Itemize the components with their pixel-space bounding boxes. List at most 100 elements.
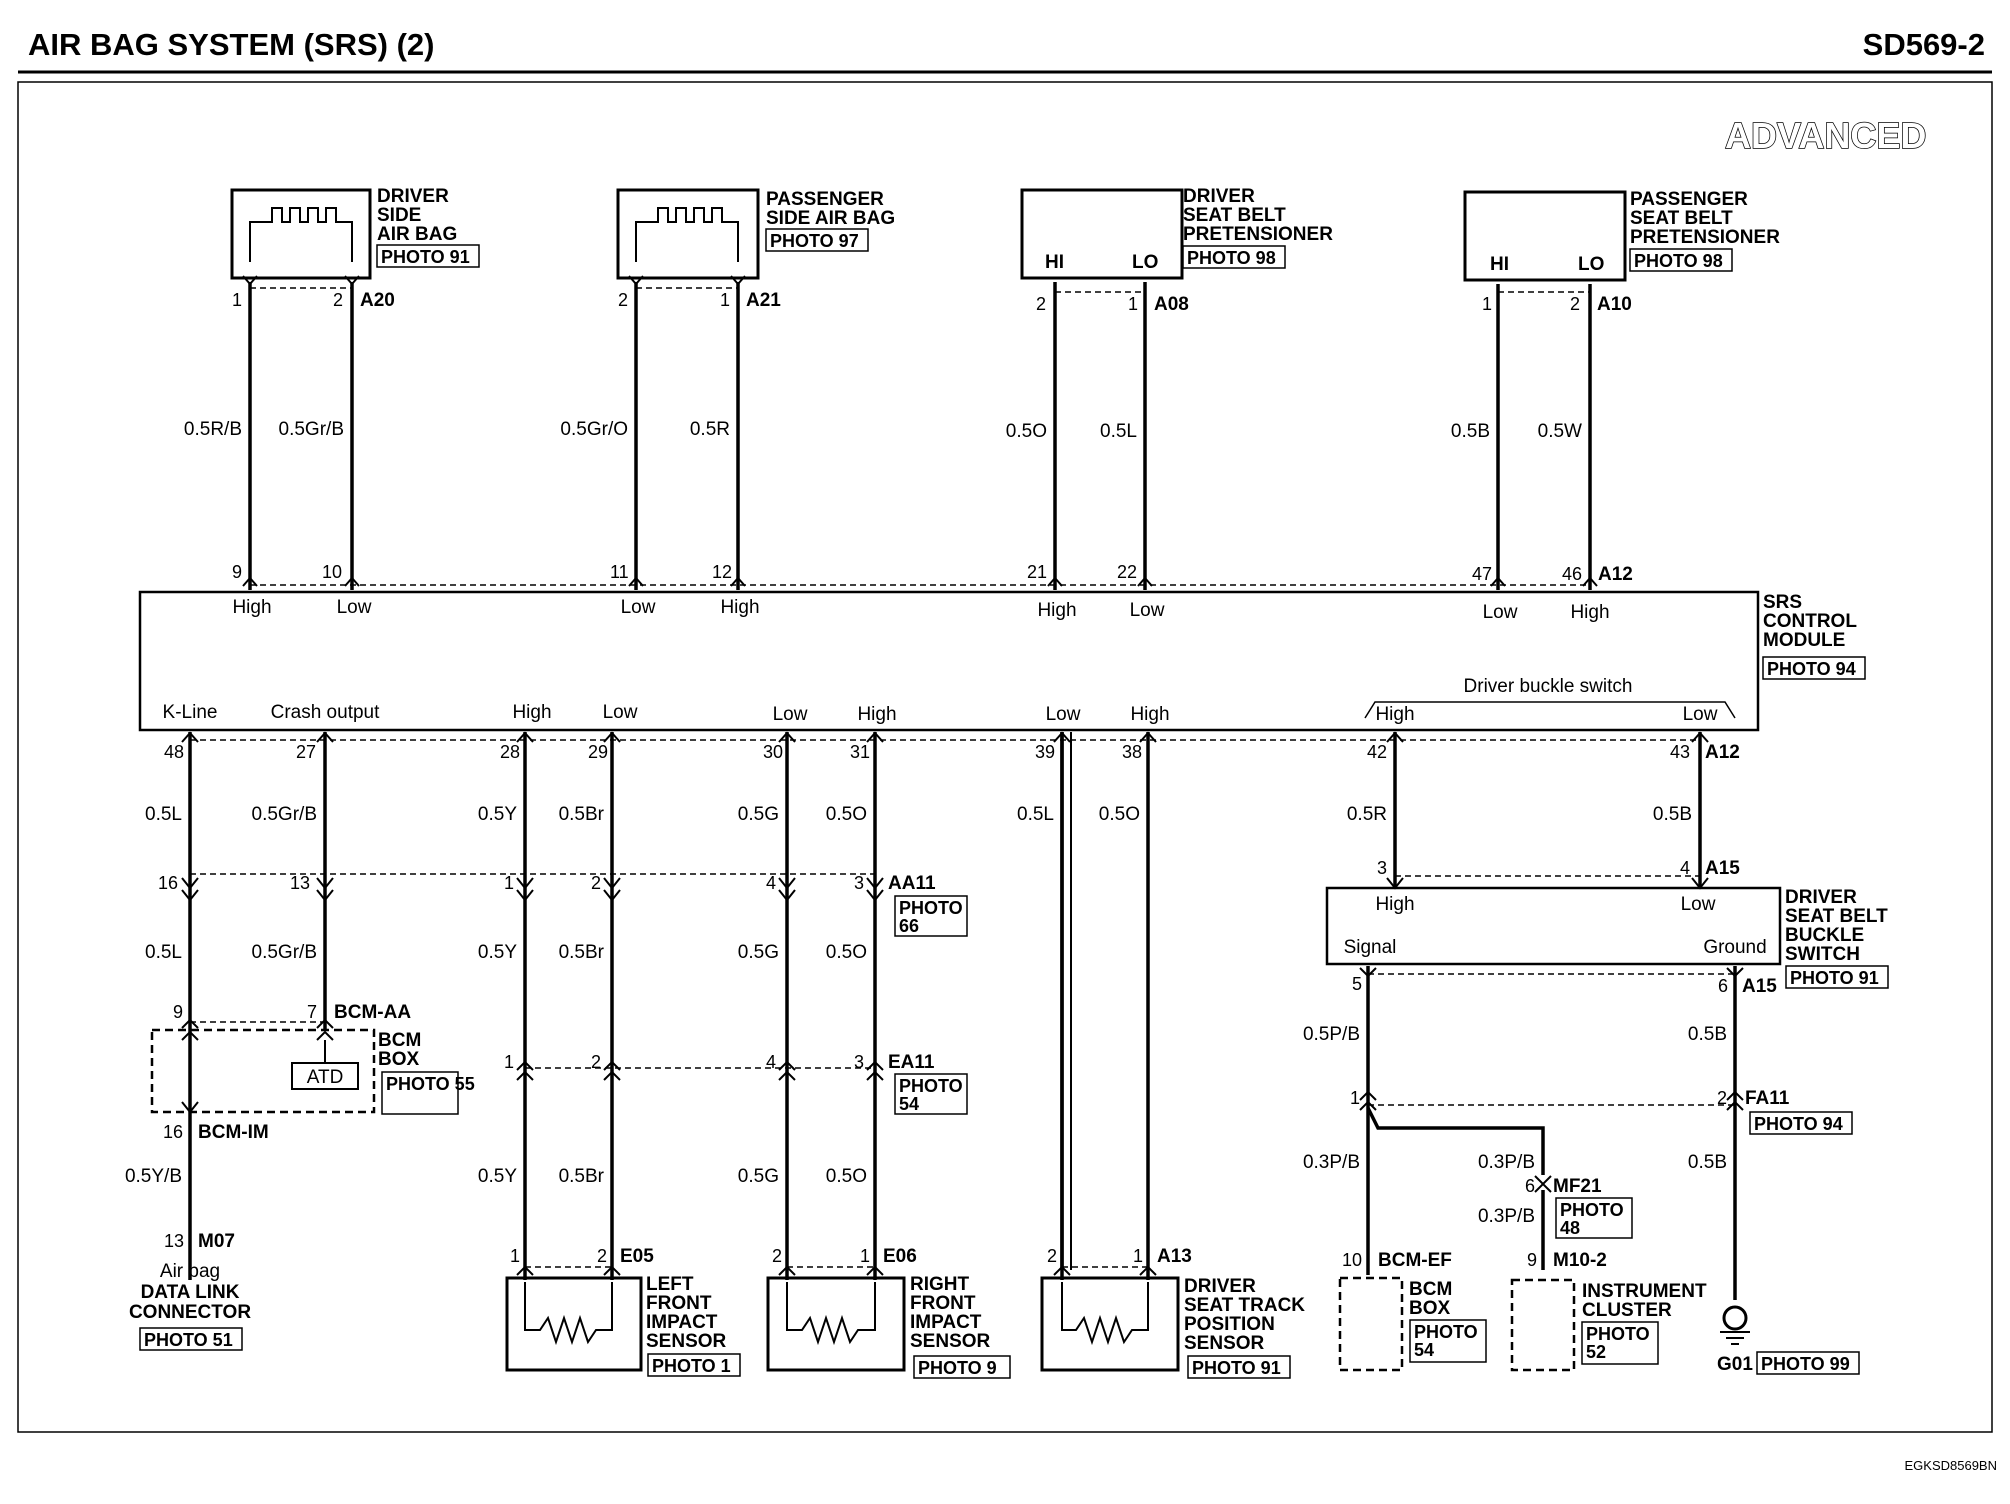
svg-text:High: High (1375, 894, 1414, 915)
svg-text:42: 42 (1367, 742, 1387, 762)
srs-top-terminal-labels: High Low Low High High Low Low High (232, 597, 1609, 623)
advanced-badge: ADVANCED (1725, 115, 1926, 156)
svg-text:BCM: BCM (378, 1030, 421, 1051)
srs-control-module: SRS CONTROL MODULE PHOTO 94 A12 Driver b… (138, 564, 1866, 732)
svg-text:0.3P/B: 0.3P/B (1478, 1152, 1535, 1173)
top-pin-labels: 1 2 A20 2 1 A21 2 1 A08 1 2 A10 (232, 290, 1632, 315)
svg-text:PHOTO: PHOTO (1560, 1200, 1624, 1220)
svg-text:52: 52 (1586, 1342, 1606, 1362)
svg-text:Ground: Ground (1703, 937, 1766, 958)
svg-text:PHOTO 99: PHOTO 99 (1761, 1354, 1850, 1374)
svg-text:High: High (512, 702, 551, 723)
svg-text:0.5L: 0.5L (145, 804, 182, 825)
svg-text:0.5P/B: 0.5P/B (1303, 1024, 1360, 1045)
svg-text:4: 4 (766, 873, 776, 893)
svg-text:IMPACT: IMPACT (646, 1312, 718, 1333)
svg-text:0.5L: 0.5L (1017, 804, 1054, 825)
svg-text:2: 2 (1717, 1088, 1727, 1108)
svg-text:0.3P/B: 0.3P/B (1303, 1152, 1360, 1173)
passenger-side-air-bag: PASSENGER SIDE AIR BAG PHOTO 97 (616, 188, 895, 280)
svg-text:DRIVER: DRIVER (1183, 186, 1255, 207)
svg-text:DRIVER: DRIVER (1184, 1276, 1256, 1297)
driver-seat-belt-buckle-switch: 3 4 A15 High Low Signal Ground DRIVER SE… (1325, 858, 1889, 997)
bottom-connectors (190, 873, 1735, 1268)
svg-text:16: 16 (163, 1122, 183, 1142)
svg-text:54: 54 (899, 1094, 919, 1114)
bottom-wire-labels-3: 0.5Y/B 0.5Y 0.5Br 0.5G 0.5O (125, 1166, 867, 1187)
svg-text:1: 1 (1482, 294, 1492, 314)
svg-text:PHOTO 51: PHOTO 51 (144, 1330, 233, 1350)
passenger-seat-belt-pretensioner: HI LO PASSENGER SEAT BELT PRETENSIONER P… (1463, 189, 1780, 282)
svg-text:Driver buckle switch: Driver buckle switch (1464, 676, 1633, 697)
svg-text:0.5O: 0.5O (1099, 804, 1140, 825)
svg-text:21: 21 (1027, 562, 1047, 582)
svg-text:BUCKLE: BUCKLE (1785, 925, 1864, 946)
svg-text:K-Line: K-Line (163, 702, 218, 723)
svg-text:High: High (1570, 602, 1609, 623)
top-wires (248, 282, 1592, 590)
svg-text:9: 9 (1527, 1250, 1537, 1270)
svg-text:A12: A12 (1705, 742, 1740, 763)
svg-text:0.5G: 0.5G (738, 942, 779, 963)
svg-text:2: 2 (591, 873, 601, 893)
svg-text:1: 1 (860, 1246, 870, 1266)
svg-text:Low: Low (1046, 704, 1081, 725)
srs-top-terminals: 9 10 11 12 21 22 47 46 (232, 562, 1582, 584)
svg-text:2: 2 (1047, 1246, 1057, 1266)
svg-text:0.5L: 0.5L (145, 942, 182, 963)
svg-text:66: 66 (899, 916, 919, 936)
svg-text:39: 39 (1035, 742, 1055, 762)
svg-text:BCM-EF: BCM-EF (1378, 1250, 1452, 1271)
bottom-wire-labels-1: 0.5L 0.5Gr/B 0.5Y 0.5Br 0.5G 0.5O 0.5L 0… (145, 804, 1692, 825)
svg-text:0.5Gr/B: 0.5Gr/B (252, 804, 317, 825)
svg-text:1: 1 (1350, 1088, 1360, 1108)
svg-text:High: High (1375, 704, 1414, 725)
left-front-impact-sensor: LEFT FRONT IMPACT SENSOR PHOTO 1 (505, 1274, 741, 1377)
svg-text:2: 2 (591, 1052, 601, 1072)
svg-text:M07: M07 (198, 1231, 235, 1252)
svg-text:SEAT BELT: SEAT BELT (1630, 208, 1733, 229)
svg-text:3: 3 (1377, 858, 1387, 878)
svg-text:10: 10 (322, 562, 342, 582)
svg-text:A13: A13 (1157, 1246, 1192, 1267)
svg-text:0.5G: 0.5G (738, 1166, 779, 1187)
svg-text:High: High (1130, 704, 1169, 725)
driver-side-air-bag: DRIVER SIDE AIR BAG PHOTO 91 (230, 186, 480, 280)
bcm-box-right: 10 BCM-EF BCM BOX PHOTO 54 (1338, 1250, 1487, 1372)
svg-text:DRIVER: DRIVER (377, 186, 449, 207)
svg-text:3: 3 (854, 1052, 864, 1072)
svg-text:FA11: FA11 (1745, 1088, 1790, 1109)
top-chevrons (242, 275, 1598, 587)
svg-text:0.5O: 0.5O (1006, 421, 1047, 442)
svg-text:FRONT: FRONT (646, 1293, 712, 1314)
svg-text:ATD: ATD (307, 1067, 344, 1088)
svg-text:9: 9 (232, 562, 242, 582)
svg-text:0.5R/B: 0.5R/B (184, 419, 242, 440)
svg-text:High: High (232, 597, 271, 618)
svg-text:13: 13 (290, 873, 310, 893)
svg-text:Low: Low (1130, 600, 1165, 621)
svg-text:E05: E05 (620, 1246, 654, 1267)
svg-text:48: 48 (1560, 1218, 1580, 1238)
svg-text:0.5L: 0.5L (1100, 421, 1137, 442)
svg-text:High: High (720, 597, 759, 618)
fa11-connector: 1 2 FA11 PHOTO 94 (1350, 1088, 1853, 1135)
svg-text:A08: A08 (1154, 294, 1189, 315)
svg-text:6: 6 (1718, 976, 1728, 996)
svg-text:High: High (857, 704, 896, 725)
svg-text:1: 1 (1133, 1246, 1143, 1266)
svg-text:0.5O: 0.5O (826, 1166, 867, 1187)
svg-text:Low: Low (1483, 602, 1518, 623)
svg-text:0.5W: 0.5W (1538, 421, 1582, 442)
svg-text:BOX: BOX (1409, 1298, 1451, 1319)
svg-text:0.5B: 0.5B (1451, 421, 1490, 442)
svg-text:INSTRUMENT: INSTRUMENT (1582, 1281, 1707, 1302)
svg-text:DATA LINK: DATA LINK (141, 1282, 240, 1303)
svg-text:PHOTO: PHOTO (1414, 1322, 1478, 1342)
svg-text:A20: A20 (360, 290, 395, 311)
driver-seat-belt-pretensioner: HI LO DRIVER SEAT BELT PRETENSIONER PHOT… (1020, 186, 1333, 280)
svg-text:12: 12 (712, 562, 732, 582)
svg-text:LO: LO (1578, 254, 1604, 275)
svg-text:0.3P/B: 0.3P/B (1478, 1206, 1535, 1227)
